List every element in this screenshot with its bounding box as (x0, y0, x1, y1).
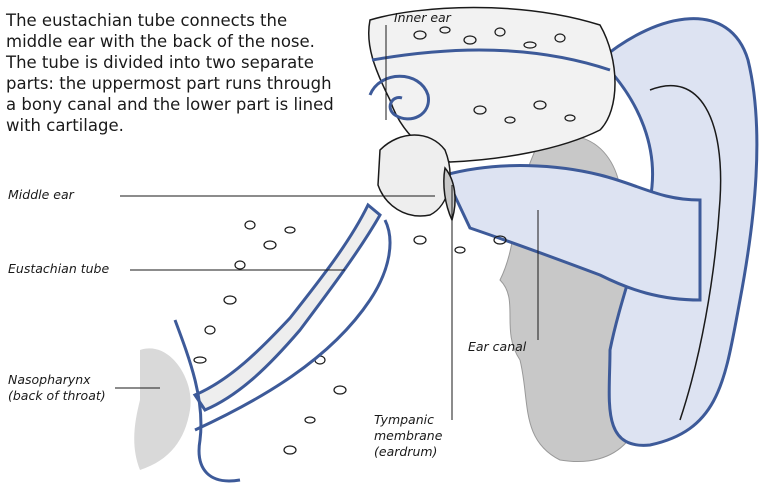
label-tympanic-line3: (eardrum) (374, 444, 442, 460)
label-tympanic-membrane: Tympanic membrane (eardrum) (374, 412, 442, 460)
nasopharynx-region (134, 348, 190, 470)
label-nasopharynx-line1: Nasopharynx (8, 372, 106, 388)
label-nasopharynx: Nasopharynx (back of throat) (8, 372, 106, 404)
intro-text: The eustachian tube connects the middle … (6, 10, 336, 136)
middle-ear-cavity (378, 135, 450, 216)
label-eustachian-tube: Eustachian tube (8, 261, 109, 277)
label-nasopharynx-line2: (back of throat) (8, 388, 106, 404)
label-tympanic-line1: Tympanic (374, 412, 442, 428)
label-tympanic-line2: membrane (374, 428, 442, 444)
label-ear-canal: Ear canal (468, 339, 526, 355)
label-inner-ear: Inner ear (394, 10, 451, 26)
label-middle-ear: Middle ear (8, 187, 74, 203)
